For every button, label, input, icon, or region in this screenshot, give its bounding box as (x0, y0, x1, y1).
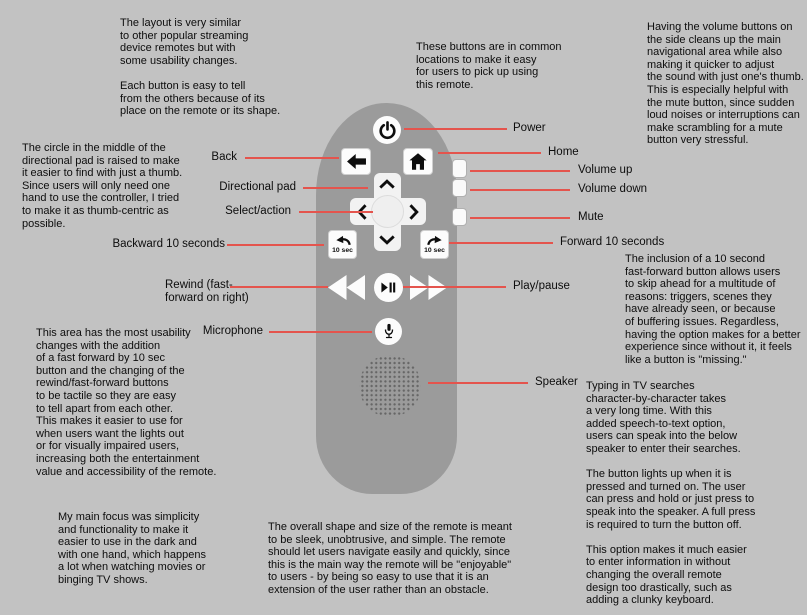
ten-sec-label: 10 sec (424, 247, 445, 254)
ten-sec-label: 10 sec (332, 247, 353, 254)
annotation-layout-similarity: The layout is very similar to other popu… (120, 17, 281, 118)
forward-10-button[interactable]: 10 sec (420, 230, 449, 259)
callout-label-forward-10: Forward 10 seconds (560, 236, 665, 248)
callout-line-volume-down (470, 189, 570, 191)
annotation-usability-changes: This area has the most usability changes… (36, 327, 217, 478)
rewind-icon (328, 275, 365, 300)
callout-label-mute: Mute (578, 211, 604, 223)
annotation-volume-side: Having the volume buttons on the side cl… (647, 21, 804, 147)
callout-line-speaker (428, 382, 528, 384)
callout-label-volume-up: Volume up (578, 164, 633, 176)
callout-label-microphone: Microphone (202, 325, 263, 337)
back-arrow-icon (346, 154, 366, 169)
callout-label-rewind: Rewind (fast- forward on right) (165, 279, 249, 304)
home-button[interactable] (403, 148, 433, 175)
volume-down-button[interactable] (452, 179, 467, 197)
callout-line-select-action (299, 211, 373, 213)
callout-label-speaker: Speaker (535, 376, 578, 388)
callout-line-forward-10 (449, 242, 553, 244)
callout-line-power (404, 128, 507, 130)
play-pause-button[interactable] (374, 273, 403, 302)
rewind-button[interactable] (328, 275, 365, 300)
dpad-down-button[interactable] (379, 235, 396, 245)
callout-label-play-pause: Play/pause (513, 280, 570, 292)
callout-line-backward-10 (227, 244, 324, 246)
home-icon (409, 153, 427, 170)
speaker-grille (359, 355, 421, 417)
callout-label-select-action: Select/action (225, 205, 291, 217)
annotation-speech-to-text: Typing in TV searches character-by-chara… (586, 380, 756, 607)
backward-10-button[interactable]: 10 sec (328, 230, 357, 259)
callout-label-power: Power (513, 122, 546, 134)
callout-label-volume-down: Volume down (578, 183, 648, 195)
volume-up-button[interactable] (452, 159, 467, 178)
callout-label-directional-pad: Directional pad (219, 181, 296, 193)
annotation-overall-shape: The overall shape and size of the remote… (268, 521, 512, 596)
annotation-main-focus: My main focus was simplicity and functio… (58, 511, 206, 586)
power-icon (378, 120, 397, 140)
chevron-right-icon (409, 204, 419, 220)
annotation-directional-circle: The circle in the middle of the directio… (22, 142, 183, 230)
play-pause-icon (380, 281, 397, 294)
chevron-down-icon (379, 235, 395, 245)
callout-line-mute (470, 217, 570, 219)
back-button[interactable] (341, 148, 371, 175)
dpad-right-button[interactable] (409, 204, 419, 221)
power-button[interactable] (373, 116, 401, 144)
callout-line-microphone (269, 331, 372, 333)
callout-line-volume-up (470, 170, 570, 172)
annotation-ten-second-ff: The inclusion of a 10 second fast-forwar… (625, 253, 801, 366)
skip-back-10-icon (335, 235, 351, 246)
chevron-up-icon (379, 179, 395, 189)
callout-line-back (245, 157, 339, 159)
select-action-button[interactable] (371, 195, 404, 228)
annotation-common-locations: These buttons are in common locations to… (416, 41, 562, 91)
callout-line-home (438, 152, 541, 154)
dpad-up-button[interactable] (379, 179, 396, 189)
skip-forward-10-icon (426, 235, 443, 246)
mute-button[interactable] (452, 208, 467, 226)
callout-label-backward-10: Backward 10 seconds (112, 238, 225, 250)
microphone-icon (381, 323, 397, 340)
callout-line-play-pause (403, 286, 506, 288)
microphone-button[interactable] (375, 318, 402, 345)
callout-label-back: Back (211, 151, 237, 163)
callout-line-rewind (230, 286, 328, 288)
callout-line-directional-pad (303, 187, 368, 189)
callout-label-home: Home (548, 146, 579, 158)
